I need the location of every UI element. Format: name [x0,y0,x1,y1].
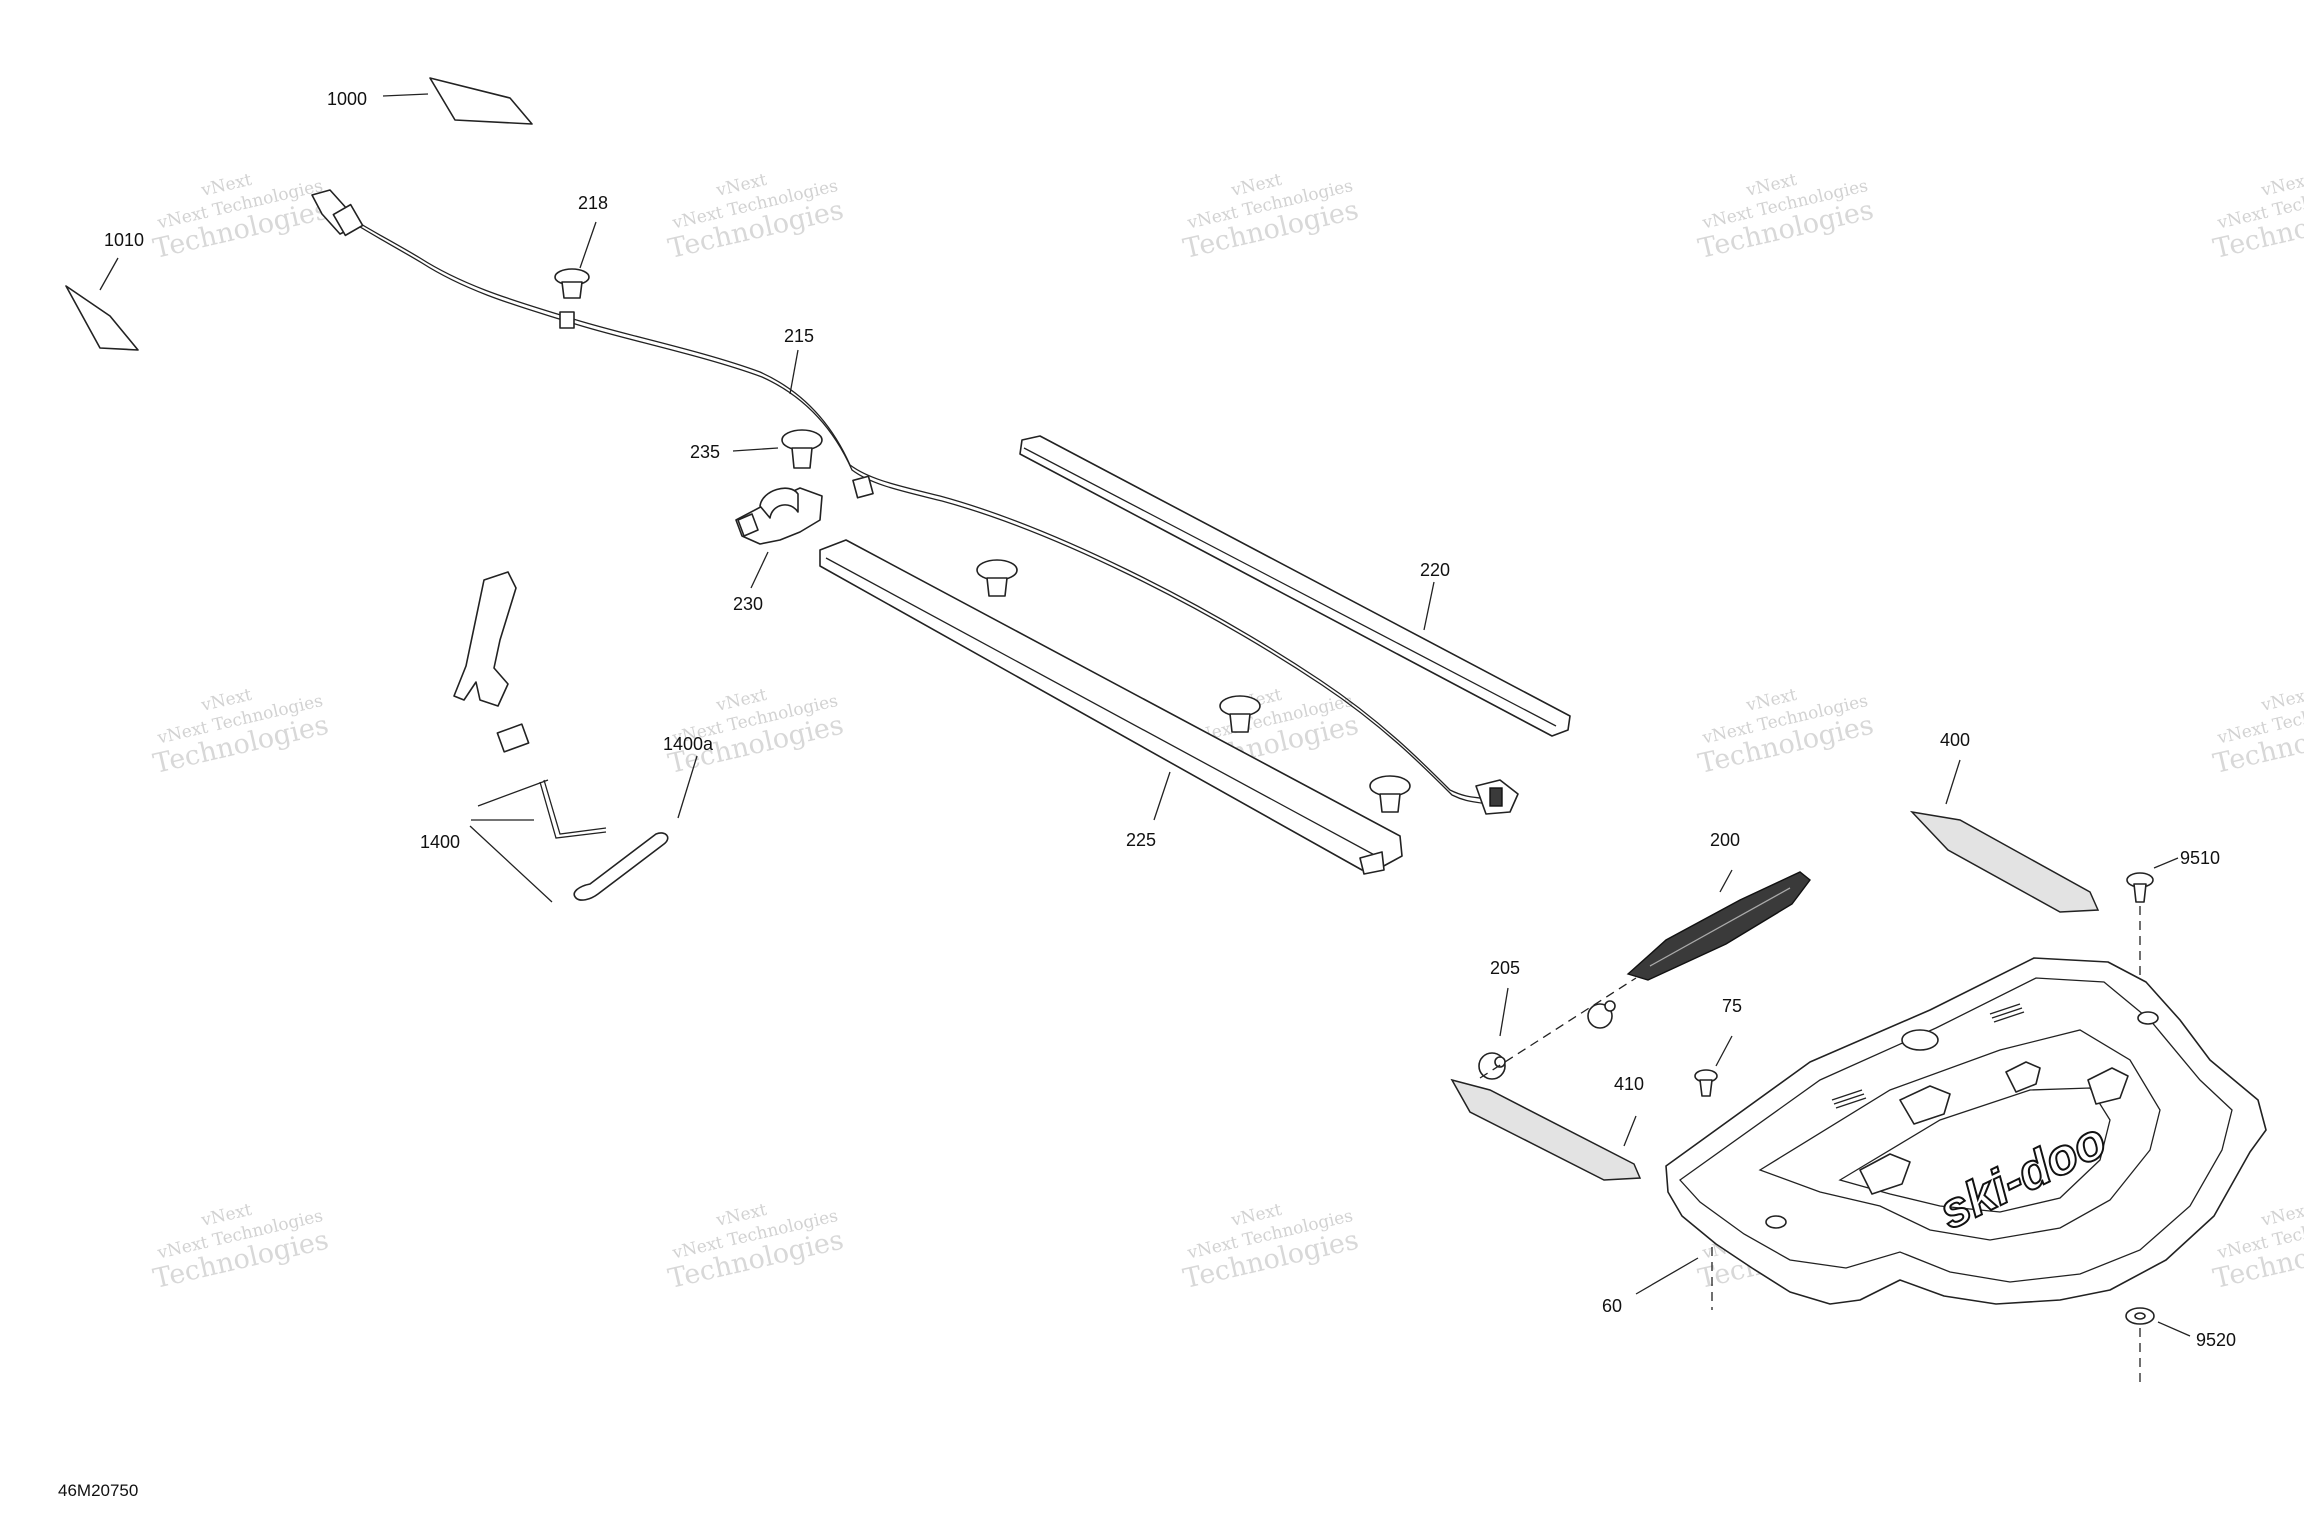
callout-205: 205 [1490,958,1520,978]
assembly-line-205 [1479,977,1637,1079]
callout-230: 230 [733,594,763,614]
rail-rivet-1[interactable] [976,559,1018,597]
part-9520-washer[interactable] [2125,1307,2155,1325]
part-225-rail[interactable] [819,539,1403,875]
part-205-plug-1[interactable] [1478,1052,1506,1080]
callout-200: 200 [1710,830,1740,850]
part-215-wiring-harness[interactable] [311,189,1519,815]
part-9510-screw[interactable] [2126,872,2154,903]
part-235-push-rivet[interactable] [781,429,823,469]
part-200-light[interactable] [1626,871,1811,981]
callout-400: 400 [1940,730,1970,750]
part-205-plug-2[interactable] [1587,1000,1616,1029]
part-60-rack[interactable]: ski-doo [1665,957,2267,1305]
callout-1400a: 1400a [663,734,714,754]
callout-75: 75 [1722,996,1742,1016]
callout-1400: 1400 [420,832,460,852]
rail-rivet-2[interactable] [1219,695,1261,733]
part-1400-tool-kit[interactable] [453,571,669,901]
callout-1010: 1010 [104,230,144,250]
callout-220: 220 [1420,560,1450,580]
part-400-side-panel[interactable] [1909,810,2100,913]
callouts: 1000 1010 218 215 235 230 220 1400a 1400… [104,89,2236,1350]
part-218-push-rivet[interactable] [554,268,590,299]
callout-9510: 9510 [2180,848,2220,868]
part-230-clamp-bracket[interactable] [735,487,823,545]
callout-410: 410 [1614,1074,1644,1094]
callout-60: 60 [1602,1296,1622,1316]
part-410-side-panel[interactable] [1450,1078,1642,1181]
part-1010-decal[interactable] [65,285,139,351]
leader-lines [99,93,2191,1337]
rail-rivet-3[interactable] [1369,775,1411,813]
callout-235: 235 [690,442,720,462]
part-75-screw[interactable] [1694,1069,1718,1097]
callout-1000: 1000 [327,89,367,109]
callout-215: 215 [784,326,814,346]
part-1000-decal[interactable] [429,77,533,125]
callout-9520: 9520 [2196,1330,2236,1350]
callout-218: 218 [578,193,608,213]
callout-225: 225 [1126,830,1156,850]
document-id: 46M20750 [58,1481,138,1500]
part-220-trim-strip[interactable] [1019,435,1571,737]
